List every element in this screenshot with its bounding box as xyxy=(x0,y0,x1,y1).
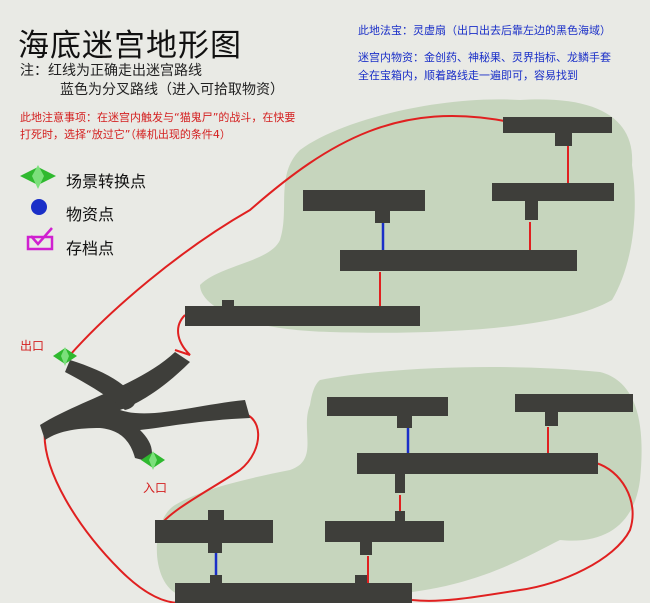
blue-dot-icon xyxy=(31,199,47,215)
corridor-segment xyxy=(155,520,273,543)
island-upper xyxy=(200,99,635,333)
maze-corridors xyxy=(40,117,633,603)
map-markers xyxy=(53,347,165,470)
main-route-line xyxy=(411,462,634,602)
corridor-segment xyxy=(303,190,425,211)
corridor-segment xyxy=(327,397,448,416)
corridor-segment xyxy=(397,416,412,428)
corridor-segment xyxy=(375,211,390,223)
items-line-1: 迷宫内物资：金创药、神秘果、灵界指标、龙鳞手套 xyxy=(358,51,611,64)
page-title: 海底迷宫地形图 xyxy=(18,28,242,64)
exit-label: 出口 xyxy=(20,339,45,353)
warning-line-2: 打死时，选择“放过它”（棒机出现的条件4） xyxy=(20,128,231,141)
corridor-segment xyxy=(525,201,538,220)
corridor-segment xyxy=(555,133,572,146)
corridor-segment xyxy=(357,453,598,474)
legend-label-item: 物资点 xyxy=(66,205,115,224)
corridor-segment xyxy=(355,575,367,583)
corridor-segment xyxy=(325,521,444,542)
warning-line-1: 此地注意事项：在迷宫内触发与“猫鬼尸”的战斗，在快要 xyxy=(20,111,296,124)
legend-label-transfer: 场景转换点 xyxy=(66,172,147,191)
entry-label: 入口 xyxy=(143,481,168,495)
main-route-line xyxy=(174,314,191,356)
items-line-2: 全在宝箱内，顺着路线走一遍即可，容易找到 xyxy=(358,69,578,82)
corridor-segment xyxy=(492,183,614,201)
route-lines xyxy=(43,115,634,603)
corridor-segment xyxy=(395,511,405,521)
creature-shape xyxy=(40,352,250,462)
corridor-segment xyxy=(175,583,412,603)
exit-transfer-point-icon xyxy=(53,347,77,366)
corridor-segment xyxy=(360,542,372,555)
note-red-route: 注：红线为正确走出迷宫路线 xyxy=(20,63,202,79)
corridor-segment xyxy=(210,575,222,583)
main-route-line xyxy=(157,411,260,529)
corridor-segment xyxy=(340,250,577,271)
legend-label-save: 存档点 xyxy=(66,239,115,258)
green-diamond-icon xyxy=(20,165,56,189)
corridor-segment xyxy=(503,117,612,133)
corridor-segment xyxy=(395,474,405,493)
corridor-segment xyxy=(185,306,420,326)
main-route-line xyxy=(43,426,181,603)
note-blue-route: 蓝色为分叉路线（进入可拾取物资） xyxy=(60,82,284,98)
corridor-segment xyxy=(208,510,224,520)
corridor-segment xyxy=(222,300,234,308)
magenta-check-icon xyxy=(26,227,54,251)
treasure-note: 此地法宝：灵虚扇（出口出去后靠左边的黑色海域） xyxy=(358,24,611,37)
corridor-segment xyxy=(545,412,558,426)
corridor-segment xyxy=(208,543,222,553)
entry-transfer-point-icon xyxy=(141,451,165,470)
corridor-segment xyxy=(515,394,633,412)
main-route-line xyxy=(69,115,511,356)
